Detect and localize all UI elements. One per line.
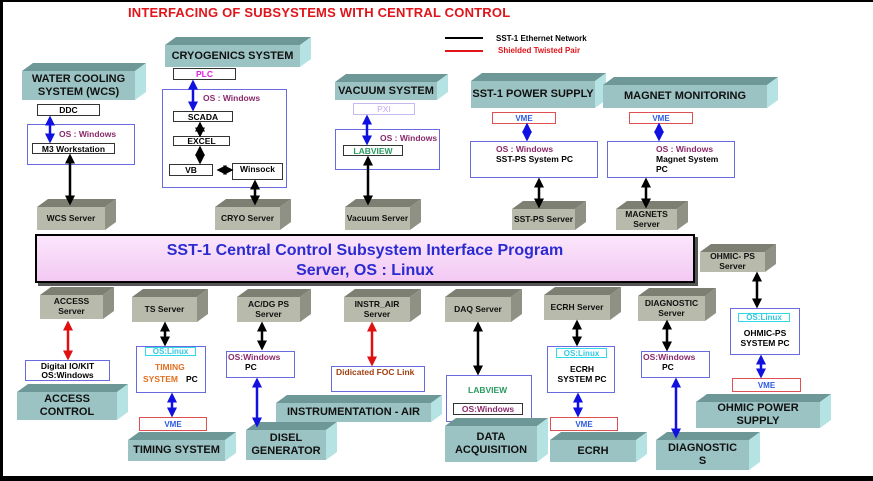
daq-server: DAQ Server [445, 297, 511, 322]
instr-link-box [331, 366, 425, 392]
legend-stp-line [445, 50, 483, 52]
timing-pc-label: TIMING [155, 362, 185, 372]
acdg-pc: PC [245, 362, 257, 372]
vacuum-labview: LABVIEW [343, 145, 403, 156]
cryo-server: CRYO Server [215, 207, 280, 230]
diag-os: OS:Windows [643, 352, 696, 362]
access-io: Digital IO/KIT [40, 361, 95, 371]
access-os: OS:Windows [41, 370, 94, 380]
ohmic-pc: OHMIC-PS SYSTEM PC [740, 328, 790, 348]
vacuum-pxi: PXI [353, 103, 415, 115]
ecrh-vme: VME [550, 417, 618, 431]
frame-border [0, 0, 873, 2]
ecrh-system: ECRH [550, 440, 636, 462]
cryo-os: OS : Windows [203, 93, 261, 103]
legend-stp-label: Shielded Twisted Pair [498, 46, 581, 55]
instrumentation-air: INSTRUMENTATION - AIR [276, 403, 431, 422]
timing-pc-label: SYSTEM [143, 374, 178, 384]
wcs-server: WCS Server [37, 207, 105, 230]
vacuum-system: VACUUM SYSTEM [335, 82, 437, 100]
disel-generator: DISEL GENERATOR [246, 430, 326, 460]
timing-os: OS:Linux [145, 347, 196, 356]
frame-border [0, 476, 873, 481]
timing-system: TIMING SYSTEM [128, 440, 225, 461]
ohmic-os: OS:Linux [738, 313, 790, 322]
ohmic-server: OHMIC- PS Server [700, 251, 765, 272]
acdg-server: AC/DG PS Server [237, 297, 300, 322]
access-server: ACCESS Server [40, 295, 103, 319]
ecrh-os: OS:Linux [556, 348, 607, 358]
instr-server: INSTR_AIR Server [344, 297, 410, 322]
sstps-pc-box [470, 141, 598, 178]
data-acquisition: DATA ACQUISITION [445, 426, 537, 462]
wcs-ddc: DDC [37, 104, 100, 116]
vacuum-os: OS : Windows [380, 133, 438, 143]
legend-ethernet-line [445, 37, 483, 39]
cryo-system: CRYOGENICS SYSTEM [165, 45, 300, 67]
diagnostic-server: DIAGNOSTIC Server [638, 296, 705, 321]
cryo-vb: VB [169, 164, 213, 176]
acdg-os: OS:Windows [228, 352, 281, 362]
magnet-system: MAGNET MONITORING [603, 85, 767, 108]
magnet-pc-box [607, 141, 735, 178]
central-subtitle: Server, OS : Linux [296, 262, 434, 279]
diag-pc-box [641, 351, 710, 378]
ohmic-vme: VME [732, 378, 801, 392]
magnets-server: MAGNETS Server [616, 209, 677, 230]
central-title: SST-1 Central Control Subsystem Interfac… [166, 242, 564, 259]
timing-pc-label: PC [186, 374, 198, 384]
sstps-os: OS : Windows [496, 144, 554, 154]
wcs-system: WATER COOLING SYSTEM (WCS) [22, 71, 135, 100]
cryo-plc: PLC [173, 68, 236, 80]
ecrh-pc: ECRH SYSTEM PC [557, 364, 607, 384]
daq-os: OS:Windows [453, 403, 523, 415]
vacuum-server: Vacuum Server [345, 207, 410, 230]
sstps-system: SST-1 POWER SUPPLY [471, 81, 595, 108]
legend-ethernet-label: SST-1 Ethernet Network [496, 34, 587, 43]
wcs-os: OS : Windows [59, 129, 117, 139]
access-io-box: Digital IO/KIT OS:Windows [25, 360, 110, 381]
instr-link: Didicated FOC Link [336, 367, 415, 377]
sstps-pc: SST-PS System PC [496, 154, 574, 164]
daq-labview: LABVIEW [468, 385, 508, 395]
central-control-server: SST-1 Central Control Subsystem Interfac… [35, 234, 695, 283]
ts-server: TS Server [132, 297, 197, 322]
magnet-os: OS : Windows [656, 144, 714, 154]
diag-pc: PC [662, 362, 674, 372]
timing-vme: VME [139, 417, 207, 431]
frame-border [0, 0, 3, 481]
magnet-pc: Magnet System PC [656, 154, 719, 174]
ecrh-server: ECRH Server [544, 295, 610, 320]
sstps-server: SST-PS Server [512, 209, 575, 230]
diagram-title: INTERFACING OF SUBSYSTEMS WITH CENTRAL C… [128, 5, 511, 20]
ohmic-power-supply: OHMIC POWER SUPPLY [696, 402, 820, 428]
acdg-pc-box [226, 351, 295, 378]
access-control-system: ACCESS CONTROL [17, 392, 117, 420]
diagnostics-system: DIAGNOSTIC S [656, 440, 749, 470]
